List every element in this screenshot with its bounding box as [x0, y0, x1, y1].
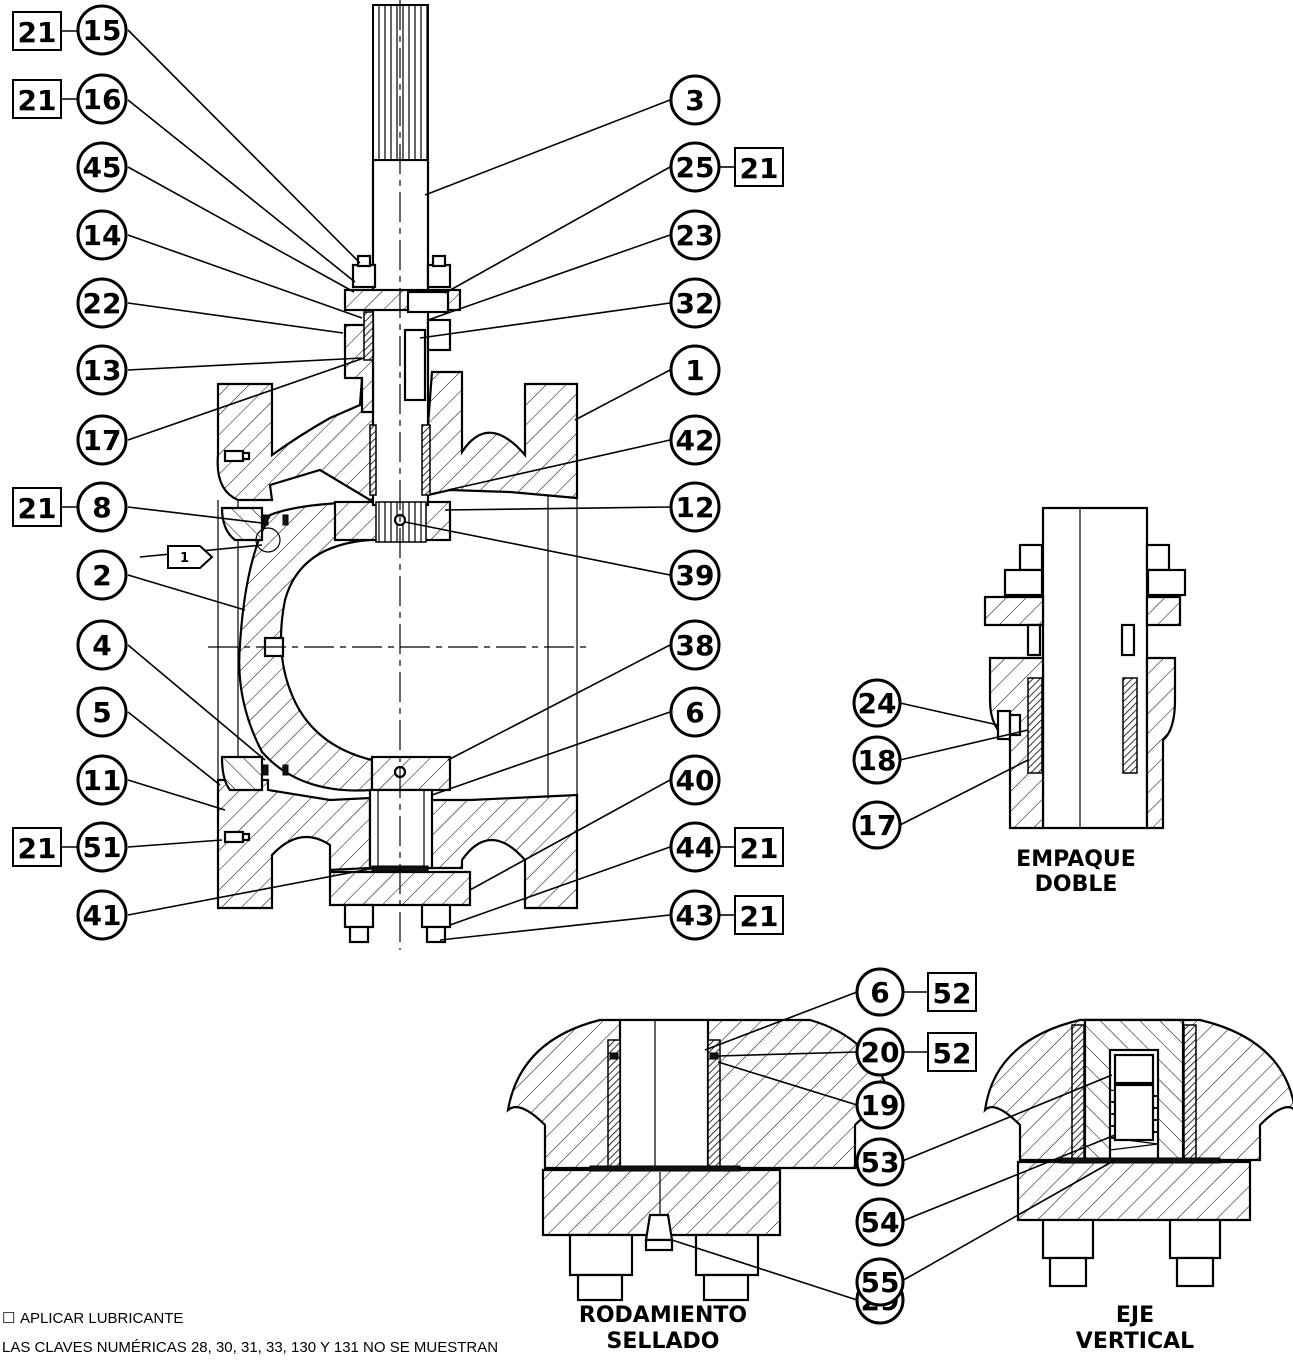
sealed-bearing-caption-line1: RODAMIENTO [579, 1303, 747, 1328]
callout-44: 44 [676, 831, 715, 864]
callout-53: 53 [861, 1146, 900, 1179]
callout-54: 54 [861, 1206, 900, 1239]
vertical-shaft-caption-line1: EJE [1116, 1303, 1154, 1328]
box-21-d: 21 [18, 832, 57, 865]
callout-12: 12 [676, 491, 715, 524]
callout-38: 38 [676, 629, 715, 662]
callout-6: 6 [685, 696, 704, 729]
callout-17: 17 [83, 424, 122, 457]
note-flag-1: 1 [180, 551, 189, 566]
callout-4: 4 [92, 629, 111, 662]
body-lower-left [216, 778, 372, 910]
callout-20: 20 [861, 1036, 900, 1069]
upper-plug [223, 449, 245, 463]
callout-15: 15 [83, 14, 122, 47]
box-52-a: 52 [933, 977, 972, 1010]
vertical-shaft-detail [983, 1018, 1293, 1288]
bottom-nut-left [343, 903, 375, 929]
lower-bearing [368, 788, 434, 870]
box-21-b: 21 [18, 84, 57, 117]
callout-42: 42 [676, 424, 715, 457]
packing-follower [406, 290, 450, 314]
vertical-shaft-caption-line2: VERTICAL [1076, 1329, 1194, 1354]
callout-2: 2 [92, 559, 111, 592]
callout-5: 5 [92, 696, 111, 729]
seal-ring-lower [220, 755, 264, 792]
box-21-c: 21 [18, 492, 57, 525]
vertical-shaft-plate [1016, 1160, 1252, 1222]
lubricant-legend: APLICAR LUBRICANTE [20, 1310, 183, 1327]
callout-43: 43 [676, 899, 715, 932]
callout-11: 11 [83, 764, 122, 797]
callout-22: 22 [83, 287, 122, 320]
double-packing-caption-line2: DOBLE [1035, 872, 1118, 897]
callout-19: 19 [861, 1089, 900, 1122]
callout-45: 45 [83, 151, 122, 184]
callout-55: 55 [861, 1266, 900, 1299]
box-21-e: 21 [740, 152, 779, 185]
note-1-detail-circle [255, 527, 281, 553]
footnote: LAS CLAVES NUMÉRICAS 28, 30, 31, 33, 130… [2, 1339, 498, 1356]
body-right-lower [428, 793, 579, 910]
callout-32: 32 [676, 287, 715, 320]
callout-39: 39 [676, 559, 715, 592]
body-right-flange [426, 370, 579, 500]
leader-lines [127, 29, 1116, 1301]
double-packing-detail [983, 506, 1187, 830]
callout-16: 16 [83, 83, 122, 116]
callout-23: 23 [676, 219, 715, 252]
packing-rings [363, 311, 374, 361]
callout-3: 3 [685, 84, 704, 117]
callout-17-detail: 17 [858, 809, 897, 842]
callout-6-detail: 6 [870, 976, 889, 1009]
seal-ring-upper [220, 506, 264, 542]
callout-40: 40 [676, 764, 715, 797]
sealed-bearing-caption-line2: SELLADO [607, 1329, 720, 1354]
box-52-b: 52 [933, 1037, 972, 1070]
callout-18: 18 [858, 744, 897, 777]
ball-lower-hub [370, 755, 452, 792]
callouts: 21 15 21 16 45 14 22 13 17 21 8 1 2 4 5 … [12, 4, 977, 1325]
callout-24: 24 [858, 687, 897, 720]
upper-bearing [421, 424, 431, 496]
sealed-bearing-detail [506, 1018, 895, 1302]
main-valve-section [208, 0, 592, 950]
double-packing-gland [983, 595, 1182, 627]
double-packing-caption-line1: EMPAQUE [1016, 847, 1136, 872]
callout-1: 1 [685, 354, 704, 387]
lower-plug [223, 830, 245, 844]
packing-stud-nut-right [426, 263, 452, 289]
callout-8: 8 [92, 491, 111, 524]
packing-stud-nut-left [351, 263, 377, 289]
callout-25: 25 [676, 151, 715, 184]
bottom-nut-right [420, 903, 452, 929]
lubricant-legend-symbol: ☐ [2, 1310, 15, 1327]
callout-41: 41 [83, 899, 122, 932]
box-21-f: 21 [740, 832, 779, 865]
callout-13: 13 [83, 354, 122, 387]
callout-14: 14 [83, 219, 122, 252]
box-21-a: 21 [18, 16, 57, 49]
box-21-g: 21 [740, 900, 779, 933]
callout-51: 51 [83, 831, 122, 864]
